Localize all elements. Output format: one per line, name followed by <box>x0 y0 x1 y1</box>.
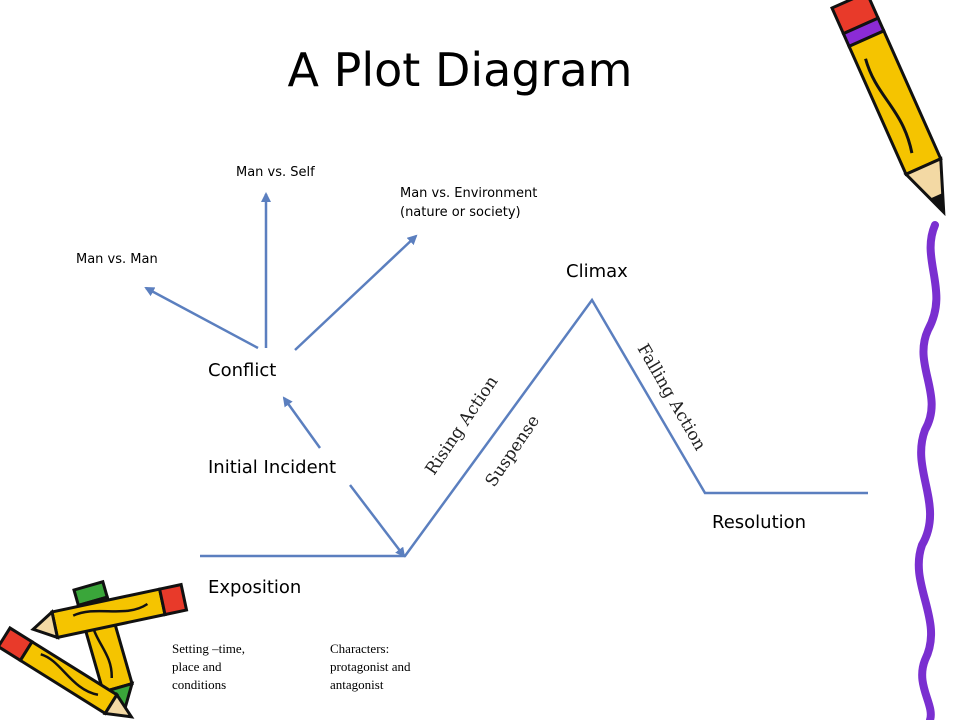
man-vs-environment-label: Man vs. Environment <box>400 186 537 201</box>
man-vs-environment-sub-label: (nature or society) <box>400 205 521 220</box>
characters-note-line-2: protagonist and <box>330 659 411 674</box>
conflict-label: Conflict <box>208 360 276 381</box>
pencil-icon <box>30 582 189 640</box>
setting-note: Setting –time, place and conditions <box>172 641 245 692</box>
setting-note-line-3: conditions <box>172 677 226 692</box>
arrow-incident-to-conflict <box>282 396 322 449</box>
characters-note-line-3: antagonist <box>330 677 384 692</box>
characters-note-line-1: Characters: <box>330 641 389 656</box>
man-vs-self-label: Man vs. Self <box>236 165 315 180</box>
pencil-icon <box>0 625 135 719</box>
right-border-decoration <box>914 221 941 720</box>
arrow-to-exposition-corner <box>349 484 406 558</box>
man-vs-man-label: Man vs. Man <box>76 252 158 267</box>
characters-note: Characters: protagonist and antagonist <box>330 641 411 692</box>
climax-label: Climax <box>566 261 628 282</box>
exposition-label: Exposition <box>208 577 301 598</box>
setting-note-line-2: place and <box>172 659 222 674</box>
plot-line <box>200 297 868 558</box>
resolution-label: Resolution <box>712 512 806 533</box>
initial-incident-label: Initial Incident <box>208 457 336 478</box>
page-title: A Plot Diagram <box>288 43 633 97</box>
suspense-label: Suspense <box>482 412 544 491</box>
rising-action-label: Rising Action <box>422 372 503 478</box>
pencil-icon <box>830 0 946 217</box>
arrow-to-man-vs-environment <box>294 234 418 351</box>
arrow-to-man-vs-man <box>144 286 259 350</box>
setting-note-line-1: Setting –time, <box>172 641 245 656</box>
